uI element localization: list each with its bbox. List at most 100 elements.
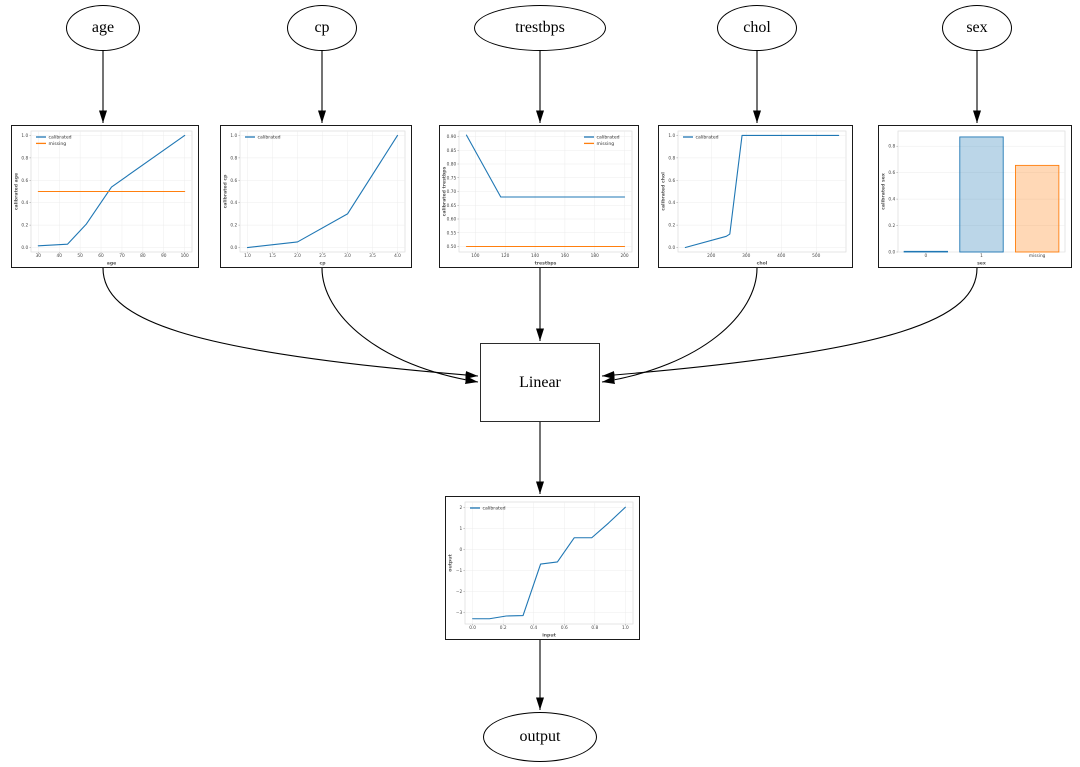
edge-chol-to-linear — [601, 267, 758, 384]
input-node-chol-label: chol — [743, 19, 771, 36]
svg-text:1.0: 1.0 — [244, 253, 251, 259]
svg-text:−3: −3 — [456, 610, 463, 616]
svg-text:100: 100 — [181, 253, 189, 259]
svg-text:80: 80 — [140, 253, 146, 259]
linear-node-label: Linear — [519, 373, 561, 391]
svg-text:0.2: 0.2 — [668, 223, 675, 229]
svg-text:140: 140 — [531, 253, 539, 259]
input-node-sex-label: sex — [966, 19, 988, 36]
svg-text:0.8: 0.8 — [668, 155, 675, 161]
svg-text:100: 100 — [471, 253, 479, 259]
input-node-trestbps-label: trestbps — [515, 19, 565, 36]
svg-text:calibrated: calibrated — [597, 135, 620, 141]
svg-text:0.50: 0.50 — [447, 244, 457, 250]
svg-text:1: 1 — [980, 253, 983, 259]
svg-text:0.65: 0.65 — [447, 203, 457, 209]
svg-text:1.5: 1.5 — [269, 253, 276, 259]
svg-text:0.90: 0.90 — [447, 134, 457, 140]
svg-text:0.4: 0.4 — [230, 200, 237, 206]
svg-text:1.0: 1.0 — [622, 625, 629, 631]
svg-text:1.0: 1.0 — [230, 133, 237, 139]
svg-text:2.5: 2.5 — [319, 253, 326, 259]
svg-text:0.0: 0.0 — [888, 250, 895, 256]
svg-text:3.5: 3.5 — [369, 253, 376, 259]
svg-text:400: 400 — [777, 253, 785, 259]
svg-text:180: 180 — [591, 253, 599, 259]
svg-text:output: output — [448, 554, 454, 572]
svg-text:age: age — [107, 262, 117, 267]
svg-text:chol: chol — [757, 261, 768, 267]
edge-sex-to-linear — [601, 267, 978, 379]
svg-text:0.4: 0.4 — [530, 625, 537, 631]
svg-text:0.0: 0.0 — [668, 245, 675, 251]
svg-text:0.6: 0.6 — [888, 170, 895, 176]
svg-text:calibrated age: calibrated age — [14, 173, 20, 210]
svg-text:0.6: 0.6 — [561, 625, 568, 631]
svg-text:0.70: 0.70 — [447, 189, 457, 195]
svg-text:70: 70 — [119, 253, 125, 259]
svg-text:0: 0 — [924, 253, 927, 259]
linear-node: Linear — [480, 343, 600, 422]
svg-text:calibrated cp: calibrated cp — [223, 174, 229, 209]
edge-cp-to-linear — [321, 267, 479, 384]
svg-text:calibrated: calibrated — [258, 135, 281, 141]
svg-text:calibrated chol: calibrated chol — [661, 172, 667, 211]
svg-text:30: 30 — [36, 253, 42, 259]
input-node-cp-label: cp — [314, 19, 330, 36]
input-node-age-label: age — [91, 19, 115, 36]
output-node: output — [483, 712, 597, 762]
svg-text:0.8: 0.8 — [591, 625, 598, 631]
svg-text:200: 200 — [620, 253, 628, 259]
svg-text:0.60: 0.60 — [447, 217, 457, 223]
svg-text:1: 1 — [459, 526, 462, 532]
svg-text:0.6: 0.6 — [668, 178, 675, 184]
svg-text:0.85: 0.85 — [447, 148, 457, 154]
svg-text:2: 2 — [459, 505, 462, 511]
svg-text:0.6: 0.6 — [21, 178, 28, 184]
input-node-cp: cp — [287, 5, 357, 51]
output-node-label: output — [519, 728, 561, 745]
svg-text:0.2: 0.2 — [21, 223, 28, 229]
svg-text:50: 50 — [77, 253, 83, 259]
svg-text:0.2: 0.2 — [888, 223, 895, 229]
svg-text:calibrated trestbps: calibrated trestbps — [442, 166, 448, 216]
svg-text:0.2: 0.2 — [500, 625, 507, 631]
svg-text:−1: −1 — [456, 568, 463, 574]
svg-text:0.4: 0.4 — [668, 200, 675, 206]
svg-text:−2: −2 — [456, 589, 463, 595]
input-node-age: age — [66, 5, 140, 51]
svg-text:calibrated: calibrated — [483, 506, 506, 512]
svg-text:sex: sex — [977, 262, 986, 267]
input-node-chol: chol — [717, 5, 797, 51]
svg-text:500: 500 — [812, 253, 820, 259]
svg-text:missing: missing — [597, 141, 615, 147]
calibrator-chart-sex: 0.0 0.2 0.4 0.6 0.8 0 1 missing sex calibrated se… — [879, 126, 1071, 267]
svg-text:calibrated sex: calibrated sex — [881, 173, 887, 210]
svg-text:0.8: 0.8 — [21, 155, 28, 161]
svg-text:missing: missing — [1029, 253, 1046, 259]
svg-text:0.8: 0.8 — [888, 144, 895, 150]
svg-text:0.55: 0.55 — [447, 230, 457, 236]
svg-text:300: 300 — [742, 253, 750, 259]
svg-text:1.0: 1.0 — [21, 133, 28, 139]
svg-text:0.0: 0.0 — [21, 245, 28, 251]
svg-text:missing: missing — [49, 141, 67, 147]
svg-text:200: 200 — [707, 253, 715, 259]
svg-text:0.0: 0.0 — [230, 245, 237, 251]
svg-text:0.6: 0.6 — [230, 178, 237, 184]
svg-text:0.75: 0.75 — [447, 175, 457, 181]
svg-text:input: input — [542, 633, 556, 639]
svg-text:0.4: 0.4 — [888, 197, 895, 203]
